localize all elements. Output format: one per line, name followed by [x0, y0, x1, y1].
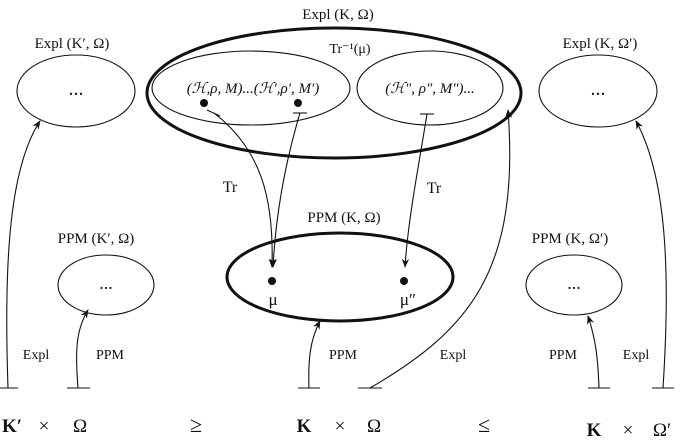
- tr-arrow-from-hprime: [269, 112, 301, 268]
- ellipsis-ppm-right: ...: [567, 273, 581, 293]
- bottom-geq: ≥: [190, 412, 202, 437]
- bottom-left-times: ×: [39, 416, 50, 437]
- expl-k-omega-ellipse: [145, 26, 523, 160]
- mu-dot: [268, 277, 276, 285]
- bottom-leq: ≤: [478, 412, 490, 437]
- ellipsis-left: ...: [69, 78, 84, 100]
- ppm-arrow-center-label: PPM: [329, 348, 358, 363]
- expl-k-omega-label: Expl (K, Ω): [302, 7, 374, 23]
- expl-kprime-omega-ellipse: [16, 54, 136, 128]
- expl-arrow-left-label: Expl: [23, 348, 50, 363]
- ppm-k-omega-label: PPM (K, Ω): [307, 210, 380, 226]
- ppm-kprime-omega-label: PPM (K′, Ω): [58, 231, 135, 247]
- hypothesis-pair-label: (ℋ,ρ, M)...(ℋ′,ρ′, M′): [187, 81, 320, 97]
- inner-ellipse-right: [356, 50, 504, 126]
- ppm-k-omegaprime-label: PPM (K, Ω′): [532, 231, 609, 247]
- tr-label-left: Tr: [223, 179, 238, 196]
- ppm-k-omega-ellipse: [225, 231, 455, 323]
- bottom-mid-omega: Ω: [367, 416, 381, 437]
- hypothesis-dot-2: [294, 99, 302, 107]
- expl-arrow-left: [6, 120, 41, 389]
- bottom-left-k: K′: [2, 416, 22, 437]
- hypothesis-double-prime-label: (ℋ″, ρ″, M″)...: [385, 81, 475, 97]
- tr-inverse-mu-label: Tr⁻¹(μ): [329, 42, 370, 57]
- inner-ellipse-left: [151, 50, 351, 126]
- bottom-mid-k: K: [297, 416, 312, 437]
- tr-label-right: Tr: [427, 180, 442, 197]
- ppm-k-omegaprime-ellipse: [525, 254, 623, 316]
- bottom-left-omega: Ω: [73, 416, 87, 437]
- tr-arrow-from-h: [213, 112, 276, 268]
- expl-k-omegaprime-ellipse: [538, 54, 658, 128]
- bottom-right-k: K: [587, 420, 602, 441]
- ppm-arrow-center: [308, 320, 321, 389]
- mu-double-prime-label: μ″: [400, 290, 416, 309]
- tr-arrow-from-hdoubleprime: [401, 113, 428, 268]
- expl-kprime-omega-label: Expl (K′, Ω): [35, 36, 110, 52]
- ppm-arrow-left-label: PPM: [96, 348, 125, 363]
- ellipsis-right: ...: [591, 78, 606, 100]
- ppm-arrow-left: [76, 309, 89, 389]
- ppm-arrow-right-label: PPM: [549, 348, 578, 363]
- expl-arrow-right-label: Expl: [623, 348, 650, 363]
- mu-label: μ: [268, 290, 277, 309]
- ellipsis-ppm-left: ...: [99, 273, 113, 293]
- expl-arrow-center: [369, 109, 513, 389]
- mu-double-prime-dot: [400, 277, 408, 285]
- bottom-right-omega: Ω′: [653, 420, 671, 441]
- expl-arrow-right: [635, 120, 667, 389]
- bottom-right-times: ×: [623, 420, 634, 441]
- expl-k-omegaprime-label: Expl (K, Ω′): [563, 36, 638, 52]
- hypothesis-dot-1: [200, 99, 208, 107]
- ppm-arrow-right: [587, 315, 600, 389]
- ppm-kprime-omega-ellipse: [57, 254, 155, 316]
- expl-arrow-center-label: Expl: [440, 348, 467, 363]
- tr-arrow-tail-bar-1: [206, 109, 221, 117]
- bottom-mid-times: ×: [335, 416, 346, 437]
